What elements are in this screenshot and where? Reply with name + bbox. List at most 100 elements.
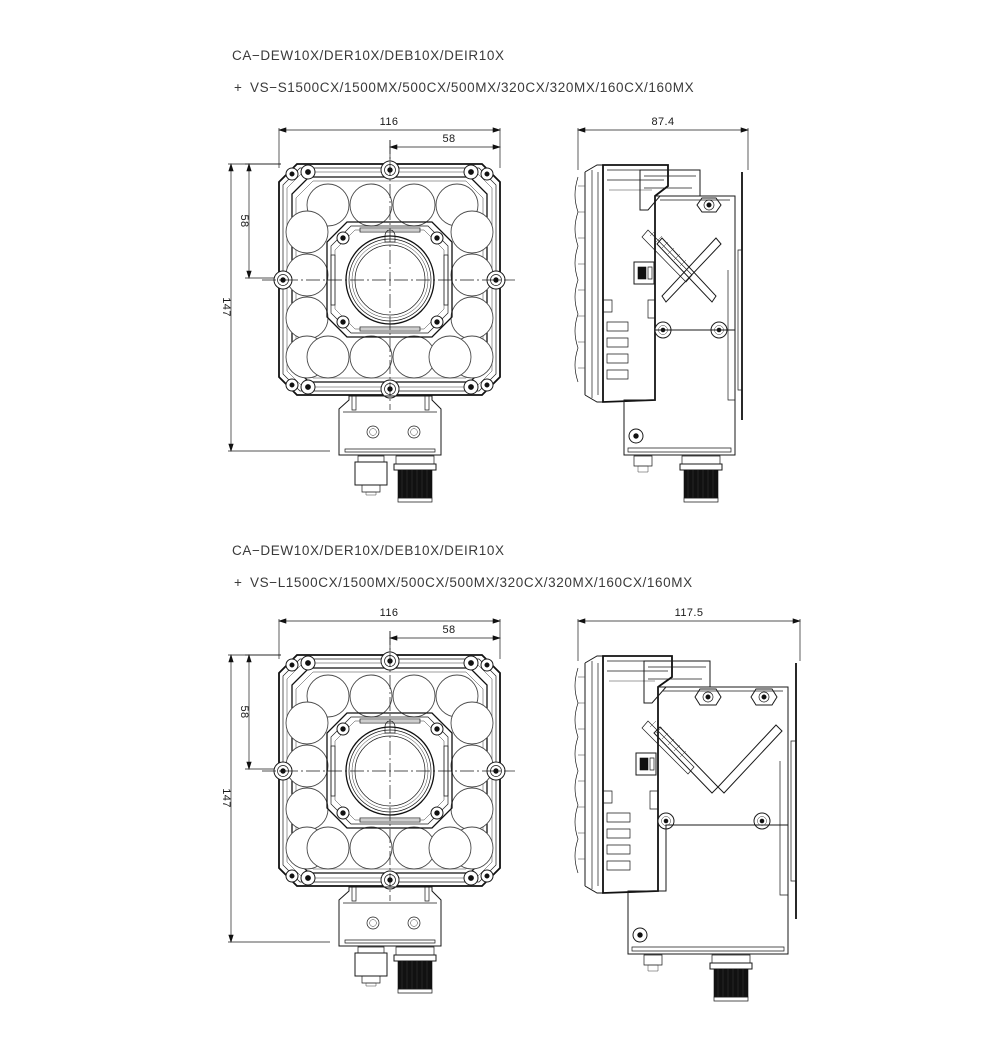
led-lens: [285, 210, 329, 254]
mount-block-slot: [344, 939, 436, 944]
screw-left-center: [273, 761, 293, 781]
dim-label-overall-height: 147: [220, 297, 232, 317]
front-view-upper: 116 58 147: [220, 116, 515, 503]
title-line-1: CA−DEW10X/DER10X/DEB10X/DEIR10X: [232, 543, 505, 558]
mount-screw-hole: [369, 919, 377, 927]
screw-corner-br: [463, 378, 494, 395]
connectors: [354, 455, 437, 503]
led-lens: [450, 701, 494, 745]
screw-socket: [340, 319, 346, 325]
lens-plate-slot: [330, 745, 336, 797]
heatsink-fin: [606, 812, 631, 823]
mounting-bracket: [635, 686, 789, 830]
knurled-body: [713, 968, 749, 998]
dimension-half-height: 58: [238, 653, 295, 771]
led-lens: [450, 253, 494, 297]
screw-socket: [434, 235, 440, 241]
lens-screws: [336, 231, 444, 329]
dim-label-overall-height: 147: [220, 788, 232, 808]
lens-plate-slot: [359, 718, 421, 724]
mount-screw-hole: [410, 428, 418, 436]
screw-corner-tl: [285, 164, 316, 181]
port-connector: [633, 261, 655, 285]
connectors: [354, 946, 437, 994]
heatsink-fin: [606, 828, 631, 839]
adjustment-scale: [641, 720, 695, 775]
led-lens: [450, 787, 494, 831]
drawing-lower: 116 58 147: [0, 495, 1000, 1041]
led-lens: [349, 335, 393, 379]
led-head-profile: [574, 164, 604, 403]
screw-corner-bl: [285, 378, 316, 395]
title-line-2: VS−S1500CX/1500MX/500CX/500MX/320CX/320M…: [250, 80, 695, 95]
lens-housing: [326, 221, 453, 338]
mount-screw-hole: [410, 919, 418, 927]
led-lens: [392, 674, 436, 718]
lens-screws: [336, 722, 444, 820]
heatsink-fin: [606, 369, 629, 380]
dimension-overall-width: 116: [277, 607, 502, 659]
led-lens: [349, 183, 393, 227]
dimension-depth: 87.4: [576, 116, 750, 170]
led-lens: [428, 826, 472, 870]
screw-corner-tr: [463, 164, 494, 181]
lens-housing: [326, 712, 453, 829]
screw-socket: [340, 726, 346, 732]
led-lens: [450, 744, 494, 788]
connectors-side: [643, 954, 753, 1002]
led-lens: [450, 210, 494, 254]
title-line-2-row: +VS−S1500CX/1500MX/500CX/500MX/320CX/320…: [232, 78, 694, 98]
heatsink-fin: [606, 860, 631, 871]
led-ring: [285, 183, 494, 379]
lower-drawing-svg: 116 58 147: [220, 607, 802, 1002]
front-view-lower: 116 58 147: [220, 607, 515, 994]
led-lens: [285, 787, 329, 831]
led-ring: [285, 674, 494, 870]
mount-arm-upper: [643, 660, 711, 704]
brace-arm: [653, 726, 719, 794]
lens-plate-slot: [359, 227, 421, 233]
mount-screw-hole: [369, 428, 377, 436]
led-lens: [306, 335, 350, 379]
port-connector: [635, 752, 657, 776]
title-line-1: CA−DEW10X/DER10X/DEB10X/DEIR10X: [232, 48, 505, 63]
led-head-profile: [574, 655, 604, 894]
connector-threaded: [393, 455, 437, 503]
mount-screw-hole: [366, 916, 380, 930]
knurled-body: [397, 960, 433, 990]
screw-socket: [340, 810, 346, 816]
dim-label-overall-width: 116: [380, 116, 399, 128]
title-line-2-row: +VS−L1500CX/1500MX/500CX/500MX/320CX/320…: [232, 573, 693, 593]
hex-boss: [750, 688, 778, 706]
dim-label-half-height: 58: [238, 705, 250, 718]
brace-arm: [661, 237, 722, 303]
perimeter-screws: [273, 651, 506, 890]
pivot-screws: [657, 812, 771, 830]
lens-plate-slot: [359, 326, 421, 332]
led-lens: [392, 183, 436, 227]
lens-plate-slot: [330, 254, 336, 306]
dimension-overall-height: 147: [220, 162, 330, 453]
connector-threaded: [393, 946, 437, 994]
led-lens: [349, 674, 393, 718]
screw-corner-br: [463, 869, 494, 886]
lower-housing-profile: [627, 824, 789, 955]
side-view-upper: 87.4: [574, 116, 750, 503]
screw-socket: [633, 433, 639, 439]
lens-plate-slot: [359, 817, 421, 823]
lens-index-notch: [384, 720, 396, 734]
heatsink-fin: [606, 337, 629, 348]
lens-index-notch: [384, 229, 396, 243]
heatsink-fin: [606, 844, 631, 855]
heatsink-fin: [606, 321, 629, 332]
centerlines: [262, 631, 515, 901]
screw-socket: [434, 319, 440, 325]
perimeter-screws: [273, 160, 506, 399]
mount-screw-hole: [407, 916, 421, 930]
mount-block-slot: [344, 448, 436, 453]
title-plus-sign: +: [234, 575, 243, 590]
centerlines: [262, 140, 515, 410]
drawing-upper: 116 58 147: [0, 0, 1000, 520]
led-lens: [285, 296, 329, 340]
